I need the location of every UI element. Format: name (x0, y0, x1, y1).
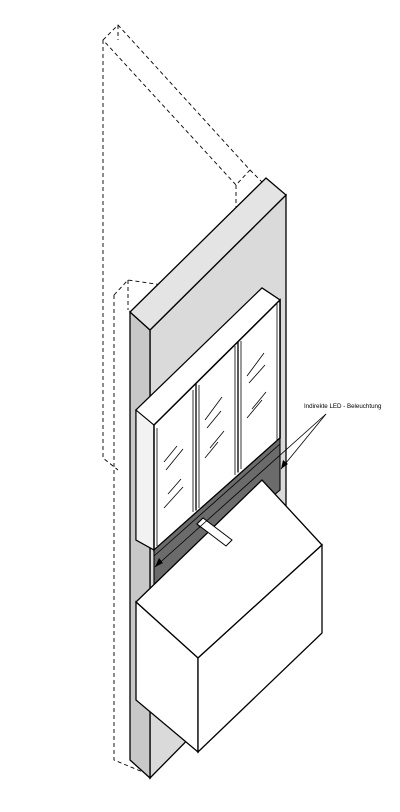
leader-arrow-right (281, 460, 288, 469)
mirror-cabinet-side (135, 408, 155, 551)
leader-line-right (280, 413, 327, 470)
led-annotation: Indirekte LED - Beleuchtung (154, 403, 382, 568)
leader-arrow-left (155, 558, 163, 567)
led-annotation-label: Indirekte LED - Beleuchtung (304, 403, 382, 410)
mirror-reflection-marks (163, 352, 267, 509)
wall-panel-top (129, 177, 287, 331)
mirror-cabinet (135, 287, 281, 552)
vanity-unit (135, 479, 323, 754)
vanity-unit-front (197, 543, 323, 754)
leader-line-left (154, 413, 327, 568)
